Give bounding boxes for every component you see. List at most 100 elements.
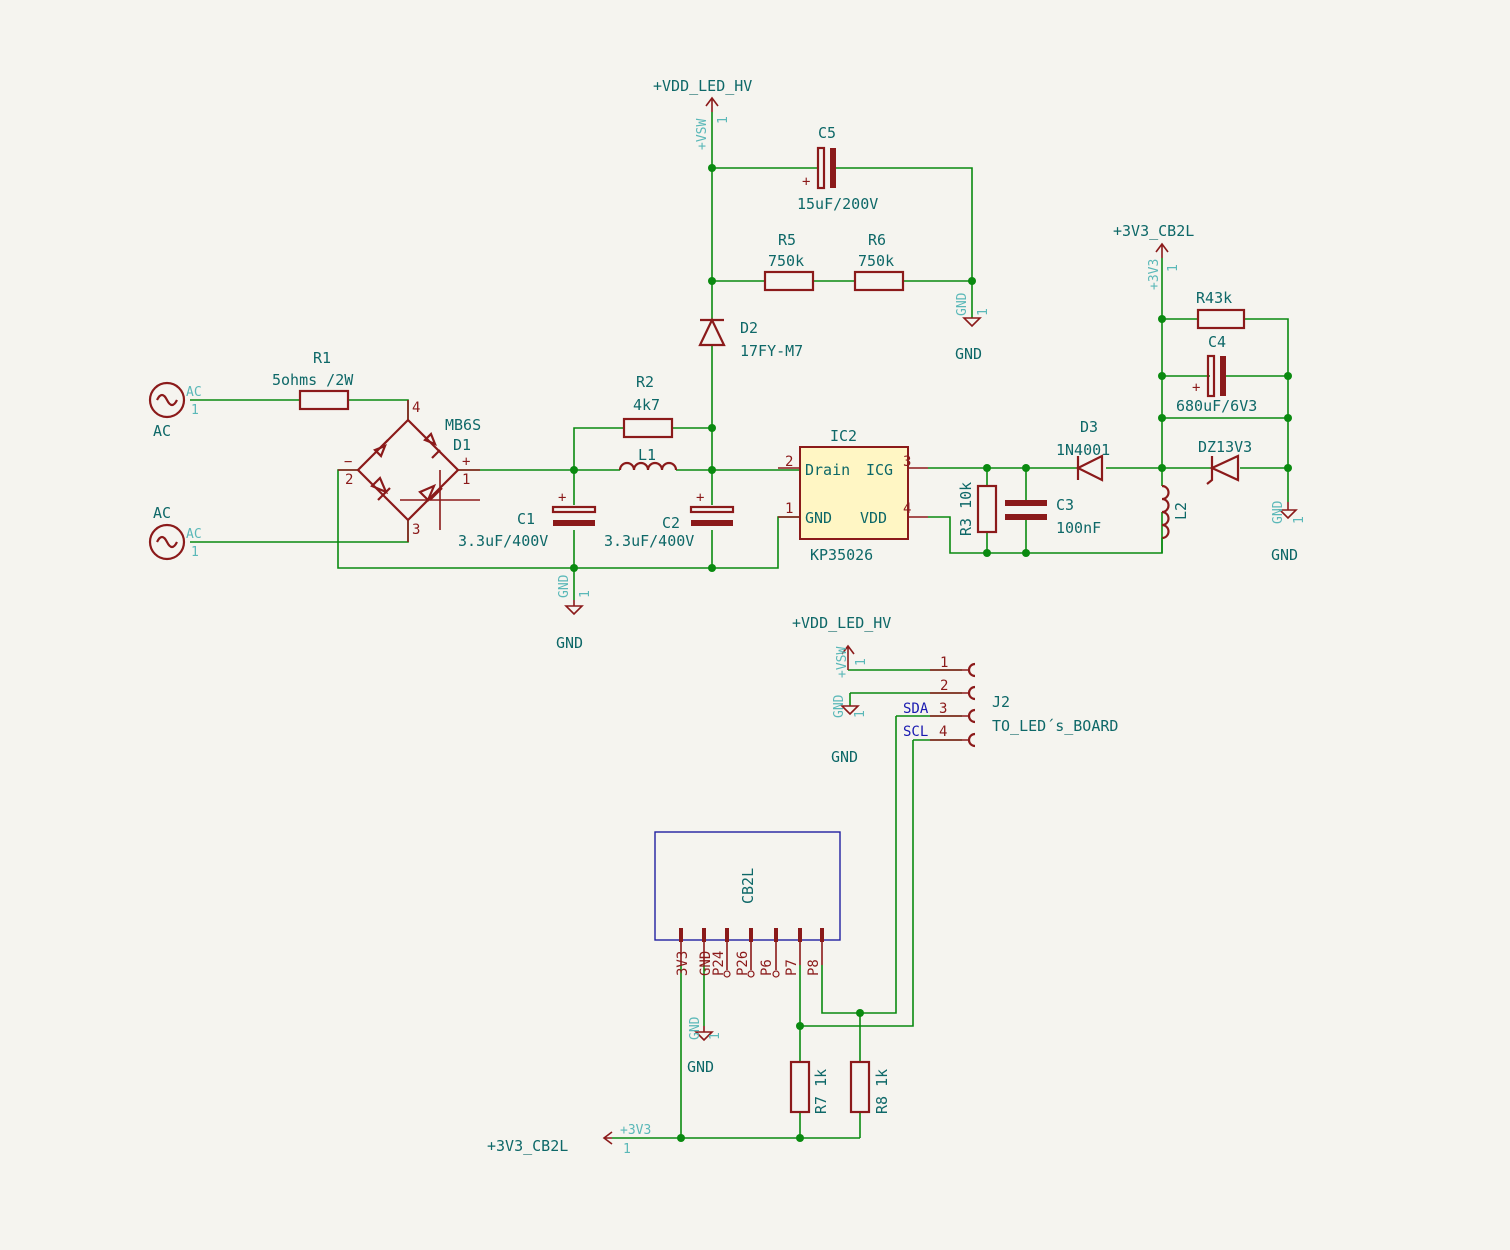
svg-text:P26: P26 — [735, 951, 751, 976]
svg-text:15uF/200V: 15uF/200V — [797, 195, 878, 213]
svg-text:750k: 750k — [858, 252, 894, 270]
svg-text:VDD: VDD — [860, 509, 887, 527]
svg-text:1: 1 — [191, 545, 199, 560]
resistor-r4[interactable]: R43k — [1196, 289, 1246, 330]
svg-text:C1: C1 — [517, 510, 535, 528]
gnd-symbol-r6[interactable]: GND 1 GND — [955, 292, 991, 363]
svg-text:1: 1 — [716, 116, 731, 124]
capacitor-c3[interactable]: C3 100nF — [1005, 496, 1101, 537]
svg-text:+: + — [558, 490, 566, 506]
svg-text:D3: D3 — [1080, 418, 1098, 436]
svg-text:100nF: 100nF — [1056, 519, 1101, 537]
svg-text:+: + — [1192, 380, 1200, 396]
diode-d3[interactable]: D3 1N4001 — [1056, 418, 1110, 482]
gnd-symbol-c1[interactable]: GND 1 GND — [556, 574, 593, 652]
diode-d2[interactable]: D2 17FY-M7 — [698, 317, 803, 360]
svg-text:4: 4 — [412, 400, 420, 416]
svg-text:GND: GND — [955, 292, 970, 316]
svg-text:5ohms /2W: 5ohms /2W — [272, 371, 354, 389]
junctions — [570, 164, 1292, 1142]
svg-text:+: + — [802, 174, 810, 190]
svg-text:MB6S: MB6S — [445, 416, 481, 434]
resistor-r2[interactable]: R2 4k7 — [622, 373, 674, 439]
inductor-l2[interactable]: L2 — [1161, 484, 1190, 553]
gnd-symbol-j2[interactable]: GND 1 GND — [831, 694, 868, 766]
svg-text:3: 3 — [903, 454, 911, 470]
resistor-r5[interactable]: R5 750k — [763, 231, 815, 292]
module-cb2l[interactable]: CB2L 3V3 GND P24 P26 P6 P7 P8 — [654, 831, 841, 978]
gnd-symbol-cb2l[interactable]: GND 1 GND — [687, 1016, 723, 1076]
svg-text:C4: C4 — [1208, 333, 1226, 351]
capacitor-c1[interactable]: + C1 3.3uF/400V — [458, 490, 597, 550]
power-3v3-cb2l-bottom[interactable]: +3V3 1 +3V3_CB2L — [487, 1123, 651, 1157]
svg-text:2: 2 — [345, 472, 353, 488]
svg-text:R8 1k: R8 1k — [873, 1069, 891, 1114]
svg-text:P24: P24 — [711, 951, 727, 976]
wires — [190, 112, 1289, 1139]
svg-text:+VDD_LED_HV: +VDD_LED_HV — [792, 614, 891, 632]
capacitor-c2[interactable]: + C2 3.3uF/400V — [604, 490, 735, 550]
svg-text:GND: GND — [557, 574, 572, 598]
label-sda[interactable]: SDA 3 — [903, 701, 947, 717]
svg-text:D1: D1 — [453, 436, 471, 454]
resistor-r1[interactable]: R1 5ohms /2W — [272, 349, 354, 411]
svg-text:3: 3 — [412, 522, 420, 538]
svg-text:P7: P7 — [784, 959, 800, 976]
svg-text:R2: R2 — [636, 373, 654, 391]
connector-j2[interactable]: 1 2 J2 TO_LED´s_BOARD — [930, 655, 1118, 748]
power-vdd-led-hv-j2[interactable]: +VSW 1 +VDD_LED_HV — [792, 614, 891, 678]
svg-text:AC: AC — [153, 422, 171, 440]
ac-source-top[interactable]: AC 1 AC — [148, 381, 202, 440]
svg-text:+VSW: +VSW — [835, 647, 850, 678]
resistor-r3[interactable]: R3 10k — [957, 482, 998, 536]
svg-text:TO_LED´s_BOARD: TO_LED´s_BOARD — [992, 717, 1118, 735]
svg-text:3: 3 — [939, 701, 947, 717]
svg-text:AC: AC — [186, 527, 202, 542]
svg-text:L1: L1 — [638, 446, 656, 464]
svg-text:P6: P6 — [759, 959, 775, 976]
svg-text:AC: AC — [186, 385, 202, 400]
svg-text:CB2L: CB2L — [739, 868, 757, 904]
ic-kp35026[interactable]: Drain ICG GND VDD 2 1 3 4 IC2 KP35026 — [778, 427, 928, 564]
svg-text:750k: 750k — [768, 252, 804, 270]
inductor-l1[interactable]: L1 — [618, 446, 678, 471]
svg-text:AC: AC — [153, 504, 171, 522]
svg-text:1: 1 — [785, 501, 793, 517]
svg-text:4k7: 4k7 — [633, 396, 660, 414]
resistor-r7[interactable]: R7 1k — [789, 1060, 830, 1114]
label-scl[interactable]: SCL 4 — [903, 724, 947, 740]
zener-dz13v3[interactable]: DZ13V3 — [1198, 438, 1252, 485]
svg-text:+3V3: +3V3 — [1147, 259, 1162, 290]
power-vdd-led-hv-top[interactable]: +VSW 1 +VDD_LED_HV — [653, 77, 752, 150]
svg-text:GND: GND — [1271, 500, 1286, 524]
svg-text:1N4001: 1N4001 — [1056, 441, 1110, 459]
resistor-r8[interactable]: R8 1k — [849, 1060, 891, 1114]
svg-text:17FY-M7: 17FY-M7 — [740, 342, 803, 360]
svg-text:P8: P8 — [806, 959, 822, 976]
gnd-symbol-right[interactable]: GND 1 GND — [1271, 500, 1307, 564]
resistor-r6[interactable]: R6 750k — [853, 231, 905, 292]
svg-text:C2: C2 — [662, 514, 680, 532]
svg-text:1: 1 — [578, 590, 593, 598]
svg-text:R43k: R43k — [1196, 289, 1232, 307]
svg-text:J2: J2 — [992, 693, 1010, 711]
bridge-rectifier-d1[interactable]: D1 MB6S 4 1 2 3 + − — [338, 400, 481, 542]
svg-text:+VSW: +VSW — [695, 119, 710, 150]
svg-text:Drain: Drain — [805, 461, 850, 479]
capacitor-c5[interactable]: + C5 15uF/200V — [797, 124, 878, 213]
svg-text:1: 1 — [1292, 516, 1307, 524]
svg-text:GND: GND — [955, 345, 982, 363]
svg-text:C5: C5 — [818, 124, 836, 142]
svg-text:L2: L2 — [1172, 502, 1190, 520]
svg-text:GND: GND — [688, 1016, 703, 1040]
svg-text:GND: GND — [805, 509, 832, 527]
svg-text:−: − — [344, 454, 352, 470]
svg-text:1: 1 — [853, 710, 868, 718]
ac-source-bottom[interactable]: AC 1 AC — [148, 504, 202, 561]
capacitor-c4[interactable]: + C4 680uF/6V3 — [1176, 333, 1257, 415]
svg-text:IC2: IC2 — [830, 427, 857, 445]
power-3v3-cb2l-top[interactable]: +3V3 1 +3V3_CB2L — [1113, 222, 1194, 290]
svg-text:+: + — [696, 490, 704, 506]
svg-text:+: + — [462, 454, 470, 470]
